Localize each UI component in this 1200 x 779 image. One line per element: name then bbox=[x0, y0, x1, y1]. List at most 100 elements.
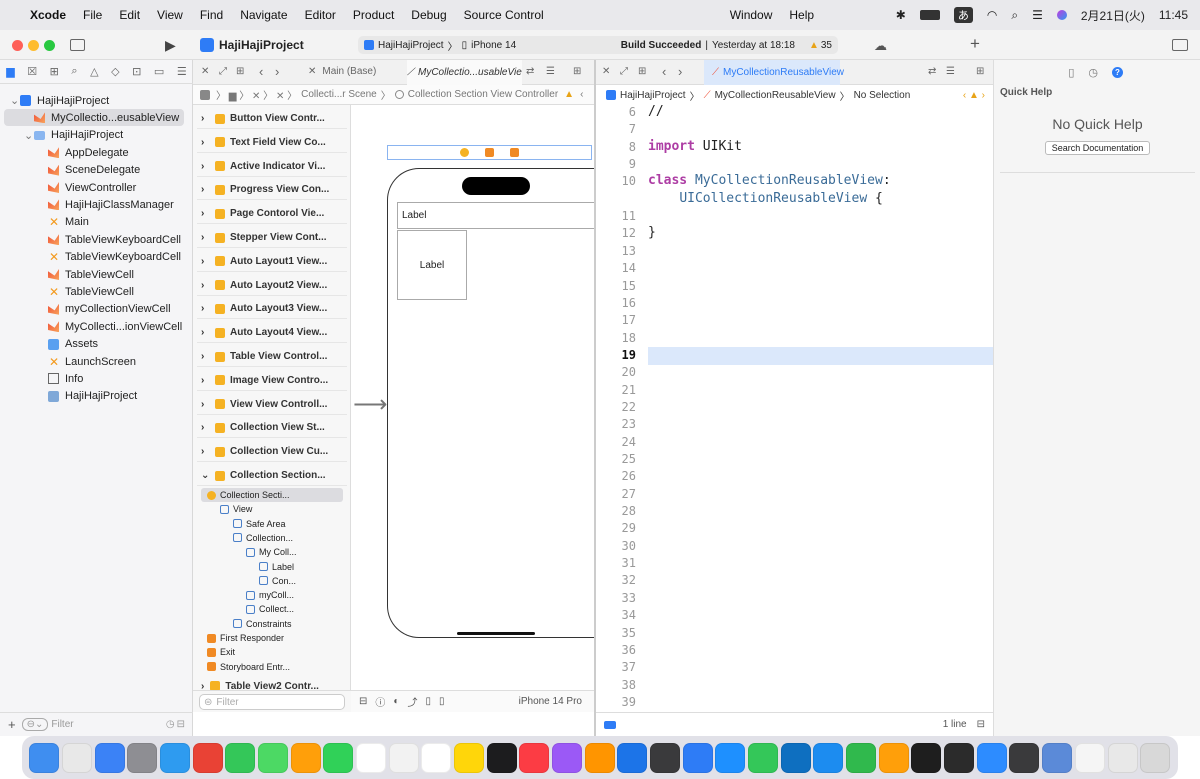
layout-icon[interactable]: ▯ bbox=[425, 696, 431, 707]
tab-reusable-view-editor[interactable]: ⟋MyCollectionReusableView bbox=[704, 60, 844, 85]
scheme-name[interactable]: HajiHajiProject bbox=[378, 39, 444, 51]
scene-item[interactable]: ›Auto Layout1 View... bbox=[197, 252, 347, 272]
outline-item[interactable]: Constraints bbox=[201, 617, 343, 631]
books-icon[interactable] bbox=[584, 742, 615, 773]
appletv-icon[interactable] bbox=[486, 742, 517, 773]
notes-icon[interactable] bbox=[388, 742, 419, 773]
trash-icon[interactable] bbox=[1140, 742, 1171, 773]
breadcrumb-file[interactable]: MyCollectionReusableView bbox=[714, 89, 836, 101]
scene-item[interactable]: ›View View Controll... bbox=[197, 395, 347, 415]
minimap-icon[interactable]: ⊟ bbox=[976, 719, 985, 730]
outline-filter-input[interactable]: ⊜Filter bbox=[199, 694, 345, 710]
file-tree-item[interactable]: ✕TableViewKeyboardCell bbox=[4, 249, 184, 266]
first-responder-dock-icon[interactable] bbox=[485, 148, 494, 157]
scene-item[interactable]: ›Progress View Con... bbox=[197, 180, 347, 201]
add-library-icon[interactable]: + bbox=[970, 34, 980, 53]
file-tree-item[interactable]: AppDelegate bbox=[4, 144, 184, 161]
canvas-device-label[interactable]: iPhone 14 Pro bbox=[518, 696, 582, 707]
outline-item[interactable]: My Coll... bbox=[201, 545, 343, 559]
menu-file[interactable]: File bbox=[83, 8, 103, 22]
scene-dock[interactable] bbox=[387, 145, 592, 160]
scene-item[interactable]: ›Active Indicator Vi... bbox=[197, 157, 347, 177]
file-tree-item[interactable]: ✕LaunchScreen bbox=[4, 353, 184, 370]
recent-icon[interactable]: ◷ bbox=[165, 719, 175, 730]
project-icon[interactable] bbox=[606, 90, 616, 100]
menu-lines-icon[interactable]: ☰ bbox=[946, 66, 955, 77]
file-tree-item[interactable]: MyCollectio...eusableView bbox=[4, 109, 184, 127]
outline-toggle-icon[interactable]: ⊟ bbox=[359, 696, 368, 707]
split-icon[interactable]: ⇄ bbox=[526, 66, 535, 77]
split-icon[interactable]: ⇄ bbox=[928, 66, 937, 77]
debug-area-toggle-icon[interactable] bbox=[604, 720, 616, 729]
add-icon[interactable]: + bbox=[8, 717, 16, 732]
scene-item[interactable]: ›Collection View St... bbox=[197, 418, 347, 439]
appearance-icon[interactable]: ⓘ bbox=[375, 698, 386, 709]
grid-icon[interactable]: ⊞ bbox=[236, 66, 245, 77]
kotoeri-icon[interactable] bbox=[1107, 742, 1138, 773]
orientation-icon[interactable]: ⤴ bbox=[407, 698, 418, 709]
chatgpt-icon[interactable] bbox=[911, 742, 942, 773]
menu-debug[interactable]: Debug bbox=[411, 8, 447, 22]
chevron-left-icon[interactable]: ‹ bbox=[580, 89, 584, 100]
file-tree-item[interactable]: TableViewKeyboardCell bbox=[4, 231, 184, 248]
close-icon[interactable]: ✕ bbox=[308, 66, 317, 77]
file-tree-item[interactable]: HajiHajiClassManager bbox=[4, 196, 184, 213]
close-icon[interactable]: ✕ bbox=[201, 66, 210, 77]
add-editor-icon[interactable]: ⊞ bbox=[976, 66, 985, 77]
device-name[interactable]: iPhone 14 bbox=[471, 39, 517, 51]
issue-icon[interactable]: △ bbox=[90, 66, 99, 78]
view-controller-dock-icon[interactable] bbox=[460, 148, 469, 157]
run-icon[interactable]: ▶ bbox=[165, 37, 176, 53]
warning-icon[interactable]: ▲ bbox=[808, 39, 819, 51]
file-tree-item[interactable]: ⌄HajiHajiProject bbox=[4, 127, 184, 144]
code-line[interactable]: class MyCollectionReusableView: bbox=[648, 173, 891, 189]
scene-item[interactable]: ›Auto Layout4 View... bbox=[197, 323, 347, 344]
maps-icon[interactable] bbox=[258, 742, 289, 773]
expand-icon[interactable]: ⤢ bbox=[219, 66, 227, 77]
simulator-icon[interactable] bbox=[650, 742, 681, 773]
device-icon[interactable]: ▯ bbox=[438, 696, 445, 707]
breadcrumb-scene[interactable]: Collecti...r Scene bbox=[301, 89, 377, 100]
scm-filter-icon[interactable]: ⊟ bbox=[176, 719, 185, 730]
chrome-icon[interactable] bbox=[192, 742, 223, 773]
inspector-toggle-icon[interactable] bbox=[1172, 39, 1188, 51]
search-documentation-button[interactable]: Search Documentation bbox=[1045, 141, 1150, 155]
breadcrumb-path-icons[interactable]: 〉 ▆ 〉 ✕ 〉 ✕ 〉 bbox=[216, 91, 298, 102]
scheme-selector[interactable]: HajiHajiProject 〉 ▯ iPhone 14 Build Succ… bbox=[358, 36, 838, 54]
outline-item[interactable]: Label bbox=[201, 560, 343, 574]
storyboard-canvas[interactable]: ⟶ Label Label bbox=[351, 105, 597, 710]
settings-icon[interactable] bbox=[127, 742, 158, 773]
outline-item[interactable]: myColl... bbox=[201, 588, 343, 602]
forward-icon[interactable]: › bbox=[678, 64, 683, 79]
iphone-frame[interactable]: Label Label bbox=[387, 168, 597, 638]
outline-item[interactable]: Con... bbox=[201, 574, 343, 588]
menu-edit[interactable]: Edit bbox=[119, 8, 141, 22]
cell-label[interactable]: Label bbox=[419, 259, 445, 271]
menu-lines-icon[interactable]: ☰ bbox=[546, 66, 555, 77]
file-tree-item[interactable]: HajiHajiProject bbox=[4, 388, 184, 405]
close-window-button[interactable] bbox=[12, 40, 23, 51]
bluetooth-icon[interactable]: ✱ bbox=[895, 8, 906, 22]
outline-item[interactable]: Safe Area bbox=[201, 517, 343, 531]
debug-icon[interactable]: ⊡ bbox=[132, 66, 142, 78]
menu-source-control[interactable]: Source Control bbox=[463, 8, 544, 22]
podcasts-icon[interactable] bbox=[552, 742, 583, 773]
breakpoint-icon[interactable]: ▭ bbox=[153, 66, 165, 78]
scene-item[interactable]: ›Collection View Cu... bbox=[197, 442, 347, 463]
code-line[interactable]: UICollectionReusableView { bbox=[679, 190, 883, 206]
scene-item[interactable]: ›Text Field View Co... bbox=[197, 133, 347, 153]
menu-app-name[interactable]: Xcode bbox=[30, 8, 67, 22]
scene-item[interactable]: ›Auto Layout2 View... bbox=[197, 276, 347, 296]
finder-icon[interactable] bbox=[29, 742, 60, 773]
scene-item[interactable]: ⌄Collection Section... bbox=[197, 466, 347, 486]
menu-date[interactable]: 2月21日(火) bbox=[1080, 8, 1145, 23]
menu-help[interactable]: Help bbox=[789, 8, 815, 22]
file-tree-item[interactable]: Assets bbox=[4, 336, 184, 353]
menu-view[interactable]: View bbox=[157, 8, 183, 22]
scene-item[interactable]: ›Button View Contr... bbox=[197, 109, 347, 129]
minimize-window-button[interactable] bbox=[28, 40, 39, 51]
music-icon[interactable] bbox=[519, 742, 550, 773]
scene-item[interactable]: ›Table View Control... bbox=[197, 347, 347, 367]
code-line[interactable]: import UIKit bbox=[648, 138, 742, 154]
